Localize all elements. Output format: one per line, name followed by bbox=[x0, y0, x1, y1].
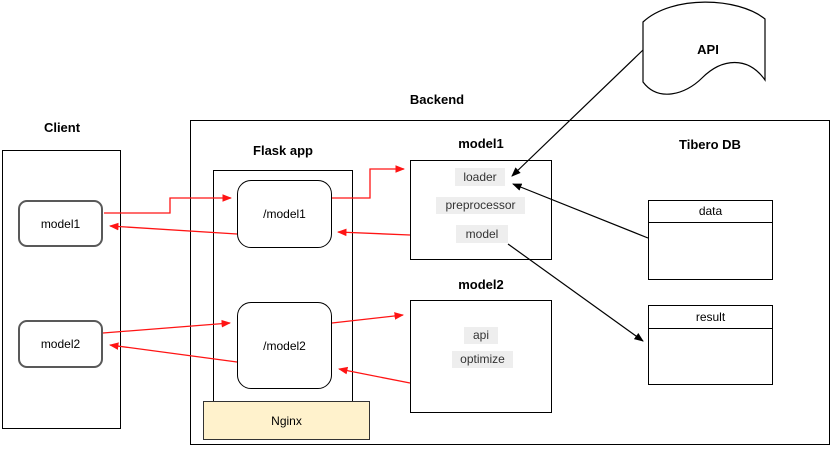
model1-component-model: model bbox=[456, 225, 508, 243]
tibero-db-title: Tibero DB bbox=[679, 137, 741, 152]
client-container bbox=[2, 150, 121, 429]
model1-component-preprocessor: preprocessor bbox=[436, 197, 525, 214]
nginx-box: Nginx bbox=[203, 401, 370, 440]
route-model2-label: /model2 bbox=[263, 338, 306, 353]
db-table-result-label: result bbox=[649, 306, 772, 329]
db-table-data-label: data bbox=[649, 201, 772, 223]
client-node-model1-label: model1 bbox=[40, 216, 81, 231]
db-table-result: result bbox=[648, 305, 773, 385]
api-label: API bbox=[697, 42, 719, 57]
client-node-model1: model1 bbox=[18, 200, 103, 247]
backend-title: Backend bbox=[409, 92, 465, 107]
nginx-label: Nginx bbox=[271, 413, 302, 428]
route-model1-label: /model1 bbox=[263, 207, 306, 221]
db-table-data: data bbox=[648, 200, 773, 280]
client-node-model2-label: model2 bbox=[40, 337, 81, 351]
flask-app-title: Flask app bbox=[253, 143, 313, 158]
model2-component-optimize: optimize bbox=[452, 351, 513, 368]
client-node-model2: model2 bbox=[18, 320, 103, 368]
model1-component-loader: loader bbox=[455, 168, 505, 186]
model1-title: model1 bbox=[458, 136, 504, 151]
route-model1: /model1 bbox=[237, 180, 332, 248]
route-model2: /model2 bbox=[237, 302, 332, 389]
model2-title: model2 bbox=[458, 277, 504, 292]
client-title: Client bbox=[43, 120, 81, 135]
model2-component-api: api bbox=[464, 327, 498, 344]
